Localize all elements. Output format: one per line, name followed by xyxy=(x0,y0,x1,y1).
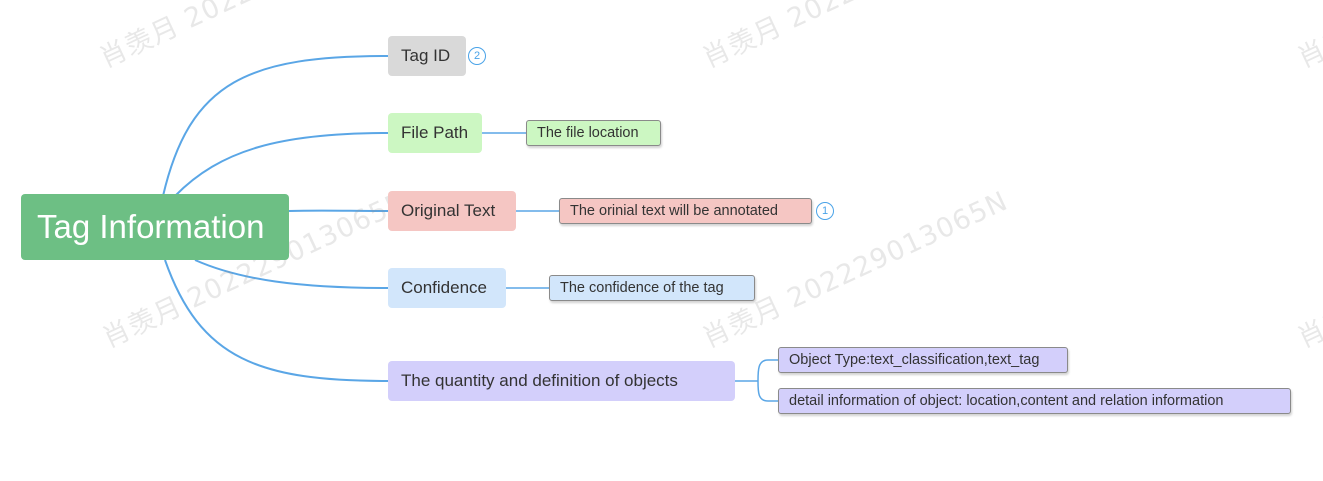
leaf-confidence[interactable]: The confidence of the tag xyxy=(549,275,755,301)
leaf-object-type[interactable]: Object Type:text_classification,text_tag xyxy=(778,347,1068,373)
leaf-original-text[interactable]: The orinial text will be annotated xyxy=(559,198,812,224)
connector-root-file-path xyxy=(174,132,389,197)
branch-original-text[interactable]: Original Text xyxy=(388,191,516,231)
connector-root-objects xyxy=(164,259,389,382)
branch-file-path[interactable]: File Path xyxy=(388,113,482,153)
count-badge-tag-id[interactable]: 2 xyxy=(468,47,486,65)
root-node[interactable]: Tag Information xyxy=(21,194,289,260)
connector-objects-bracket xyxy=(735,359,778,402)
branch-tag-id[interactable]: Tag ID xyxy=(388,36,466,76)
leaf-file-location[interactable]: The file location xyxy=(526,120,661,146)
connector-root-tag-id xyxy=(162,55,389,197)
leaf-object-detail[interactable]: detail information of object: location,c… xyxy=(778,388,1291,414)
branch-confidence[interactable]: Confidence xyxy=(388,268,506,308)
count-badge-original-text[interactable]: 1 xyxy=(816,202,834,220)
connector-root-confidence xyxy=(194,259,389,289)
branch-objects[interactable]: The quantity and definition of objects xyxy=(388,361,735,401)
